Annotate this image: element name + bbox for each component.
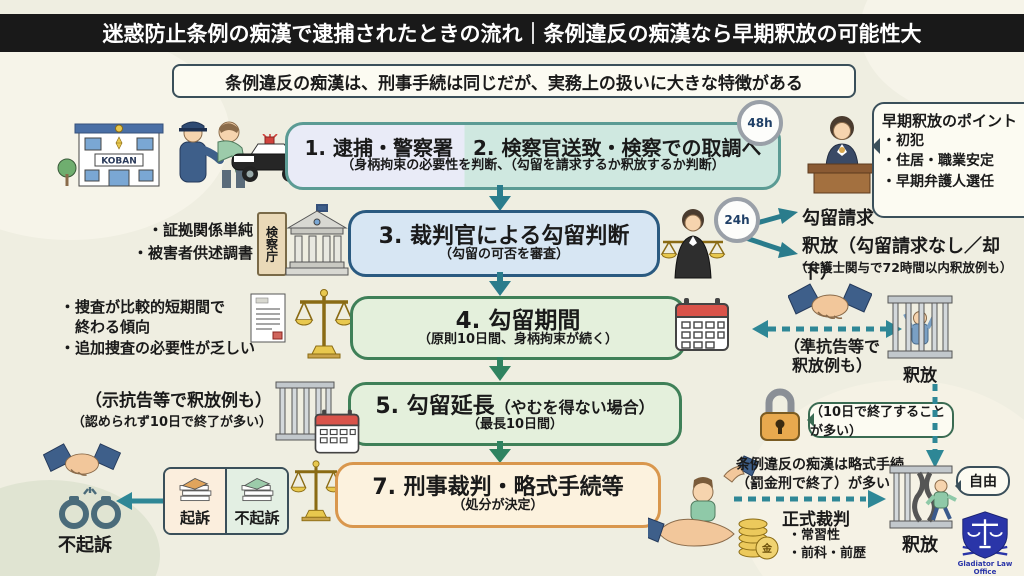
courthouse-icon	[285, 204, 349, 276]
arrow-left-icon	[116, 492, 166, 510]
indicted-label: 起訴	[179, 508, 210, 527]
step1-box: 1. 逮捕・警察署 2. 検察官送致・検察での取調べ （身柄拘束の必要性を判断、…	[285, 122, 781, 190]
law-office-logo: Gladiator Law Office	[950, 510, 1020, 576]
page-title: 迷惑防止条例の痴漢で逮捕されたときの流れ｜条例違反の痴漢なら早期釈放の可能性大	[0, 14, 1024, 52]
early-release-title: 早期釈放のポイント	[882, 112, 1018, 130]
release-hands-icon	[648, 455, 758, 547]
formal-trial-items: ・常習性 ・前科・前歴	[788, 528, 867, 561]
step7-box: 7. 刑事裁判・略式手続等 （処分が決定）	[335, 462, 661, 528]
police-arrest-icon	[179, 121, 247, 188]
final-release-label: 釈放	[902, 535, 938, 556]
shield-logo-icon	[962, 511, 1008, 559]
step3-subtitle: （勾留の可否を審査）	[438, 246, 569, 262]
step5-box: 5. 勾留延長（やむを得ない場合） （最長10日間）	[348, 382, 682, 446]
jail-icon	[887, 295, 953, 359]
arrow-down-2-icon	[489, 272, 511, 296]
step4-subtitle: （原則10日間、身柄拘束が続く）	[417, 331, 619, 347]
step7-title: 7. 刑事裁判・略式手続等	[372, 475, 624, 501]
formal-trial-label: 正式裁判	[782, 510, 850, 530]
arrow-down-3-icon	[489, 357, 511, 381]
not-indicted-label: 不起訴	[58, 535, 112, 556]
indicted-cell: 起訴	[165, 469, 227, 533]
step4-box: 4. 勾留期間 （原則10日間、身柄拘束が続く）	[350, 296, 686, 360]
handshake-small-icon	[43, 443, 121, 476]
handshake-icon	[788, 283, 872, 320]
step1-subtitle: （身柄拘束の必要性を判断、（勾留を請求するか釈放するか判断）	[341, 158, 725, 174]
calendar-icon	[675, 298, 729, 351]
dashed-down-arrow-icon	[926, 384, 944, 468]
step4-right-note: （準抗告等で 釈放例も）	[783, 337, 880, 376]
paper-stack-orange-icon	[179, 477, 212, 501]
scales-icon	[294, 289, 354, 359]
scales-small-icon	[290, 460, 342, 522]
early-release-item: ・初犯	[882, 133, 924, 149]
step5-title: 5. 勾留延長	[375, 394, 495, 420]
free-bubble: 自由	[955, 466, 1010, 496]
calendar-small-icon	[314, 409, 360, 454]
arrow-down-1-icon	[489, 185, 511, 211]
indictment-box: 起訴 不起訴	[163, 467, 289, 535]
not-indicted-cell-label: 不起訴	[234, 508, 280, 527]
coins-icon: 金	[738, 518, 779, 560]
prosecutor-desk-icon	[807, 116, 877, 194]
step5-bubble: （10日で終了することが多い）	[807, 402, 954, 439]
koban-icon: KOBAN	[57, 123, 164, 187]
detention-request-label: 勾留請求	[802, 208, 874, 229]
step3-title: 3. 裁判官による勾留判断	[378, 223, 630, 249]
arrow-down-4-icon	[489, 441, 511, 463]
step4-title: 4. 勾留期間	[455, 307, 581, 334]
document-icon	[250, 293, 286, 343]
logo-text: Gladiator Law Office	[957, 560, 1013, 576]
headline-box: 条例違反の痴漢は、刑事手続は同じだが、実務上の扱いに大きな特徴がある	[172, 64, 856, 98]
dashed-right-arrow-icon	[734, 490, 886, 508]
step4-left-note: ・捜査が比較的短期間で 終わる傾向 ・追加捜査の必要性が乏しい	[60, 298, 256, 357]
early-release-item: ・住居・職業安定	[882, 153, 994, 170]
padlock-icon	[760, 388, 800, 441]
step5-title-note: （やむを得ない場合）	[494, 398, 655, 418]
release-option-note: （弁護士関与で72時間以内釈放例も）	[795, 260, 1013, 275]
paper-stack-green-icon	[241, 477, 274, 501]
koban-sign-label: KOBAN	[101, 157, 137, 167]
step3-left-note: ・証拠関係単純 ・被害者供述調書	[132, 221, 253, 262]
clock-48h-badge: 48h	[737, 100, 783, 146]
coin-label: 金	[761, 542, 773, 555]
step5-subtitle: （最長10日間）	[466, 417, 564, 433]
dashed-double-arrow-icon	[752, 320, 902, 338]
prosecutor-office-sign: 検察庁	[257, 212, 287, 276]
step7-subtitle: （処分が決定）	[452, 498, 544, 514]
step4-release-label: 釈放	[903, 366, 937, 386]
judge-scales-icon	[660, 209, 726, 279]
clock-24h-badge: 24h	[714, 197, 760, 243]
release-option-label: 釈放（勾留請求なし／却下）	[802, 236, 1000, 283]
step5-left-note: （示抗告等で釈放例も） （認められず10日で終了が多い）	[71, 391, 272, 430]
early-release-item: ・早期弁護人選任	[882, 173, 994, 190]
broken-handcuffs-icon	[59, 487, 121, 529]
step7-right-note: 条例違反の痴漢は略式手続 （罰金刑で終了）が多い	[736, 457, 904, 492]
step3-box: 3. 裁判官による勾留判断 （勾留の可否を審査）	[348, 210, 660, 277]
step1-title: 1. 逮捕・警察署 2. 検察官送致・検察での取調べ	[304, 136, 762, 161]
not-indicted-cell: 不起訴	[227, 469, 287, 533]
jail-break-icon	[889, 465, 957, 529]
early-release-bubble: 早期釈放のポイント ・初犯 ・住居・職業安定 ・早期弁護人選任	[872, 102, 1024, 218]
